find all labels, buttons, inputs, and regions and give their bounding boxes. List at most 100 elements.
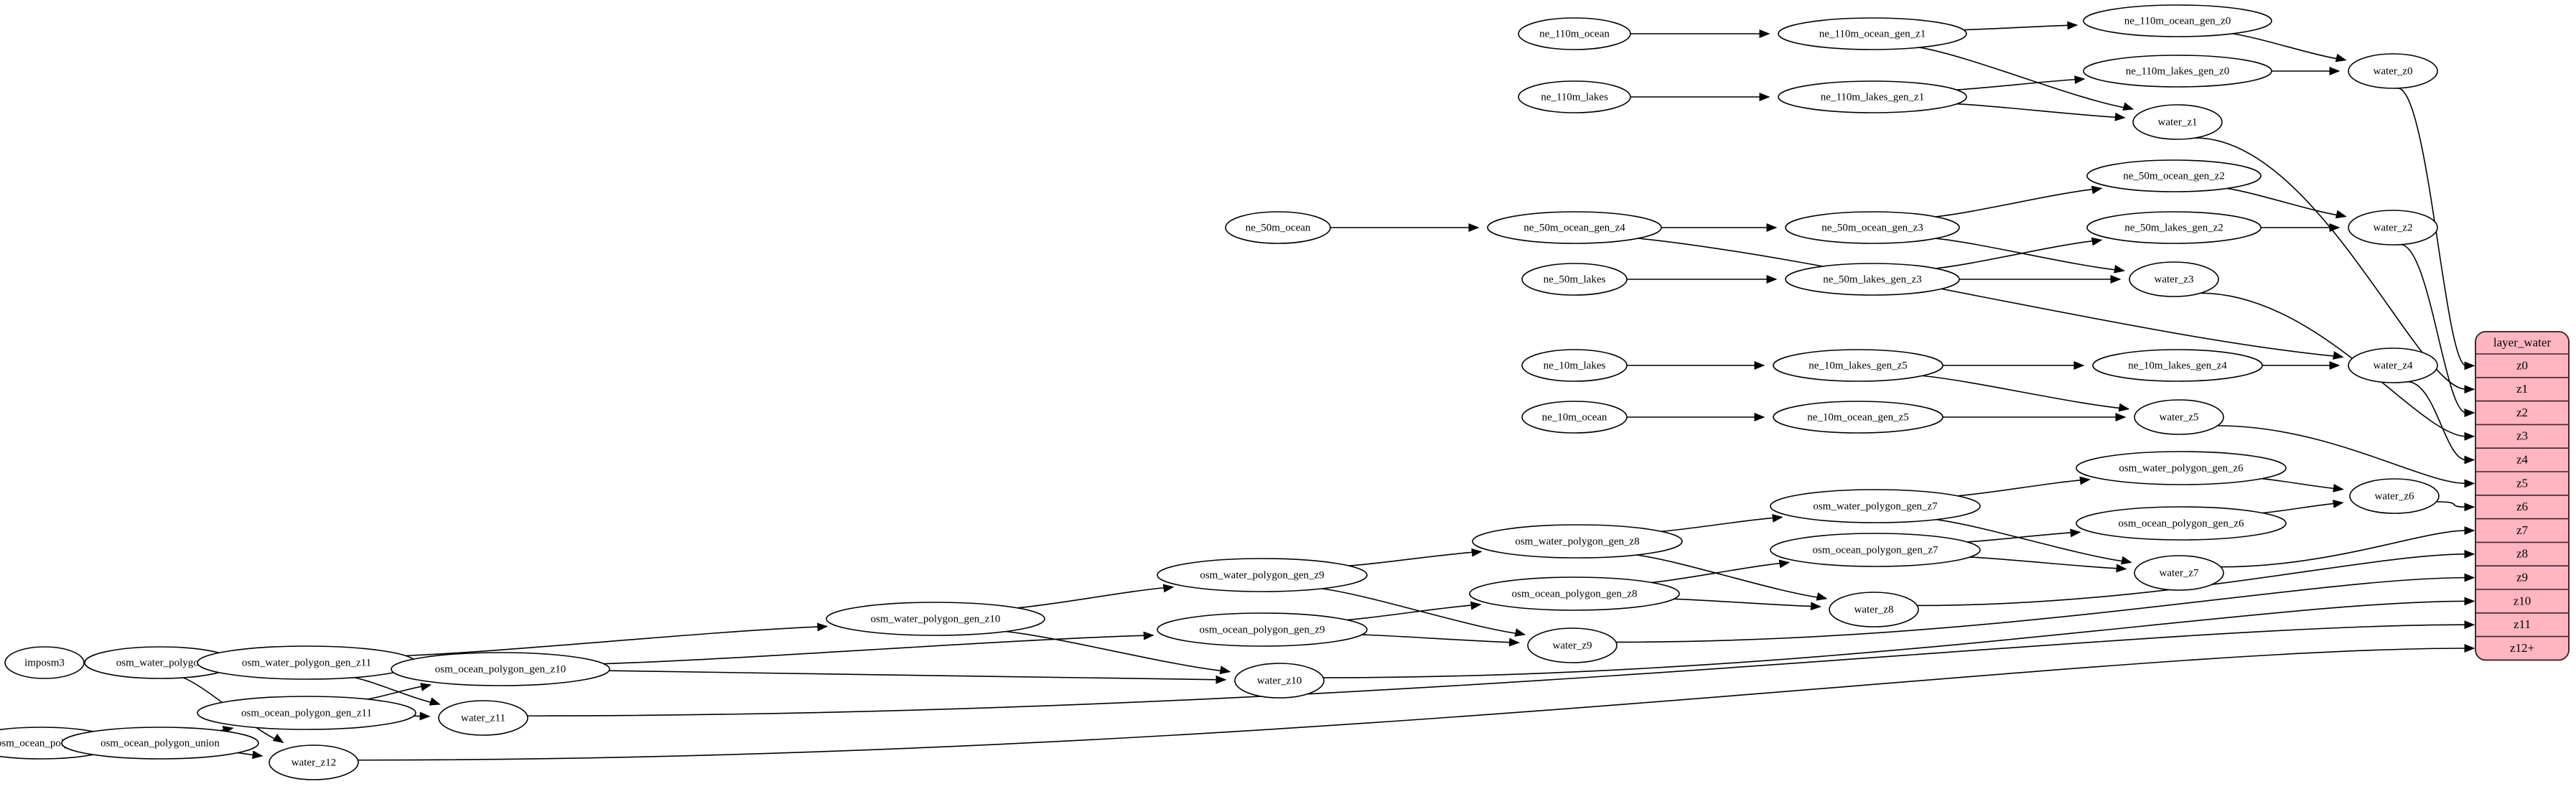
graph-node-ne_110m_ocean_gen_z0[interactable]: ne_110m_ocean_gen_z0 bbox=[2083, 4, 2272, 37]
node-shape bbox=[1157, 558, 1368, 592]
edge-arrowhead bbox=[2073, 361, 2085, 370]
graph-node-ne_50m_ocean[interactable]: ne_50m_ocean bbox=[1225, 211, 1331, 244]
edge-arrowhead bbox=[1162, 584, 1175, 593]
graph-node-water_z11[interactable]: water_z11 bbox=[438, 700, 528, 736]
node-shape bbox=[1770, 533, 1981, 567]
graph-node-osm_water_polygon_gen_z11[interactable]: osm_water_polygon_gen_z11 bbox=[197, 645, 416, 680]
edge-arrowhead bbox=[2464, 431, 2475, 441]
node-label: osm_ocean_polygon_gen_z6 bbox=[2119, 518, 2244, 529]
edge-osm_ocean_polygon_gen_z9-to-osm_ocean_polygon_gen_z8 bbox=[1346, 604, 1481, 621]
edge-arrowhead bbox=[2464, 549, 2475, 559]
edge-arrowhead bbox=[1772, 514, 1783, 523]
graph-node-water_z5[interactable]: water_z5 bbox=[2134, 399, 2224, 435]
node-label: ne_110m_lakes_gen_z0 bbox=[2126, 65, 2229, 77]
graph-node-ne_50m_ocean_gen_z4[interactable]: ne_50m_ocean_gen_z4 bbox=[1487, 211, 1662, 244]
edge-water_z11-to-layer-row-z11 bbox=[527, 624, 2467, 716]
node-shape bbox=[269, 744, 359, 780]
graph-node-ne_110m_lakes_gen_z1[interactable]: ne_110m_lakes_gen_z1 bbox=[1778, 80, 1967, 113]
edge-arrowhead bbox=[2091, 185, 2103, 195]
graph-node-ne_110m_lakes[interactable]: ne_110m_lakes bbox=[1518, 80, 1631, 113]
edge-arrowhead bbox=[2464, 503, 2475, 512]
node-shape bbox=[1225, 211, 1331, 244]
graph-node-water_z6[interactable]: water_z6 bbox=[2349, 478, 2440, 514]
graph-node-ne_10m_lakes_gen_z5[interactable]: ne_10m_lakes_gen_z5 bbox=[1773, 349, 1943, 382]
node-label: water_z8 bbox=[1854, 604, 1894, 615]
node-label: water_z4 bbox=[2374, 360, 2413, 371]
graph-node-ne_110m_lakes_gen_z0[interactable]: ne_110m_lakes_gen_z0 bbox=[2083, 55, 2272, 88]
graph-node-water_z7[interactable]: water_z7 bbox=[2134, 555, 2224, 591]
edge-arrowhead bbox=[2067, 21, 2078, 30]
edge-osm_ocean_polygon_gen_z11-to-osm_ocean_polygon_gen_z10 bbox=[367, 684, 431, 700]
node-shape bbox=[1770, 489, 1981, 523]
graph-node-ne_10m_ocean[interactable]: ne_10m_ocean bbox=[1521, 401, 1628, 434]
node-shape bbox=[2349, 478, 2440, 514]
graph-node-osm_ocean_polygon_gen_z11[interactable]: osm_ocean_polygon_gen_z11 bbox=[197, 696, 416, 730]
legend-row-label-z12+: z12+ bbox=[2510, 641, 2534, 655]
node-label: water_z5 bbox=[2160, 411, 2199, 423]
graph-node-ne_10m_lakes[interactable]: ne_10m_lakes bbox=[1521, 349, 1628, 382]
node-label: water_z6 bbox=[2375, 490, 2414, 502]
graph-node-osm_water_polygon_gen_z6[interactable]: osm_water_polygon_gen_z6 bbox=[2076, 451, 2287, 485]
node-shape bbox=[391, 652, 610, 686]
legend-row-label-z9: z9 bbox=[2516, 571, 2528, 584]
graph-node-imposm3[interactable]: imposm3 bbox=[4, 646, 85, 679]
graph-node-ne_50m_lakes[interactable]: ne_50m_lakes bbox=[1521, 263, 1628, 296]
graph-node-water_z3[interactable]: water_z3 bbox=[2129, 261, 2219, 297]
node-label: ne_50m_ocean_gen_z3 bbox=[1821, 222, 1923, 233]
graph-node-water_z12[interactable]: water_z12 bbox=[269, 744, 359, 780]
edge-osm_ocean_polygon_gen_z7-to-osm_ocean_polygon_gen_z6 bbox=[1966, 531, 2081, 543]
graph-node-osm_ocean_polygon_union[interactable]: osm_ocean_polygon_union bbox=[61, 727, 259, 760]
edge-ne_110m_ocean_gen_z0-to-water_z0 bbox=[2232, 33, 2346, 61]
graph-node-osm_water_polygon_gen_z10[interactable]: osm_water_polygon_gen_z10 bbox=[826, 602, 1045, 636]
graph-node-osm_ocean_polygon_gen_z10[interactable]: osm_ocean_polygon_gen_z10 bbox=[391, 652, 610, 686]
graph-node-ne_50m_ocean_gen_z3[interactable]: ne_50m_ocean_gen_z3 bbox=[1785, 211, 1960, 244]
edge-ne_110m_ocean_gen_z1-to-water_z1 bbox=[1919, 47, 2133, 110]
edge-osm_water_polygon_gen_z7-to-osm_water_polygon_gen_z6 bbox=[1957, 479, 2090, 497]
graph-node-osm_water_polygon_gen_z9[interactable]: osm_water_polygon_gen_z9 bbox=[1157, 558, 1368, 592]
edge-water_z2-to-layer-row-z2 bbox=[2400, 243, 2467, 414]
node-shape bbox=[826, 602, 1045, 636]
graph-node-ne_10m_lakes_gen_z4[interactable]: ne_10m_lakes_gen_z4 bbox=[2092, 349, 2263, 382]
graph-node-ne_50m_ocean_gen_z2[interactable]: ne_50m_ocean_gen_z2 bbox=[2086, 159, 2262, 192]
graph-node-ne_50m_lakes_gen_z3[interactable]: ne_50m_lakes_gen_z3 bbox=[1785, 263, 1960, 296]
graph-node-osm_water_polygon_gen_z8[interactable]: osm_water_polygon_gen_z8 bbox=[1472, 524, 1683, 559]
graph-node-osm_ocean_polygon_gen_z6[interactable]: osm_ocean_polygon_gen_z6 bbox=[2076, 506, 2287, 541]
graph-node-ne_10m_ocean_gen_z5[interactable]: ne_10m_ocean_gen_z5 bbox=[1773, 401, 1943, 434]
graph-node-water_z9[interactable]: water_z9 bbox=[1527, 627, 1618, 663]
graph-node-osm_ocean_polygon_gen_z8[interactable]: osm_ocean_polygon_gen_z8 bbox=[1469, 576, 1680, 611]
edge-ne_50m_ocean_gen_z3-to-water_z3 bbox=[1935, 238, 2124, 271]
graph-node-ne_110m_ocean_gen_z1[interactable]: ne_110m_ocean_gen_z1 bbox=[1778, 17, 1967, 50]
edge-osm_water_polygon_gen_z8-to-water_z8 bbox=[1636, 554, 1827, 599]
edge-arrowhead bbox=[2074, 75, 2086, 85]
edge-water_z8-to-layer-row-z8 bbox=[1917, 554, 2467, 607]
edge-arrowhead bbox=[2118, 403, 2130, 412]
graph-node-osm_water_polygon[interactable]: osm_water_polygon bbox=[84, 646, 236, 679]
node-shape bbox=[2086, 159, 2262, 192]
graph-node-osm_ocean_polygon_gen_z9[interactable]: osm_ocean_polygon_gen_z9 bbox=[1157, 612, 1368, 647]
graph-node-ne_110m_ocean[interactable]: ne_110m_ocean bbox=[1518, 17, 1631, 50]
edge-arrowhead bbox=[2091, 237, 2103, 246]
edge-arrowhead bbox=[1766, 275, 1778, 284]
edge-osm_water_polygon_gen_z10-to-osm_water_polygon_gen_z9 bbox=[1017, 586, 1173, 609]
edge-ne_110m_lakes_gen_z1-to-water_z1 bbox=[1956, 103, 2125, 118]
graph-node-osm_ocean_polygon_gen_z7[interactable]: osm_ocean_polygon_gen_z7 bbox=[1770, 533, 1981, 567]
graph-node-water_z1[interactable]: water_z1 bbox=[2132, 104, 2223, 140]
node-shape bbox=[2134, 399, 2224, 435]
edge-arrowhead bbox=[1471, 548, 1483, 557]
graph-node-ne_50m_lakes_gen_z2[interactable]: ne_50m_lakes_gen_z2 bbox=[2086, 211, 2262, 244]
legend-row-label-z0: z0 bbox=[2516, 358, 2528, 372]
node-label: osm_water_polygon_gen_z10 bbox=[871, 613, 1001, 625]
node-label: osm_water_polygon_gen_z9 bbox=[1200, 569, 1324, 581]
graph-node-osm_water_polygon_gen_z7[interactable]: osm_water_polygon_gen_z7 bbox=[1770, 489, 1981, 523]
legend-table[interactable]: layer_waterz0z1z2z3z4z5z6z7z8z9z10z11z12… bbox=[2475, 331, 2570, 661]
graph-node-water_z10[interactable]: water_z10 bbox=[1234, 663, 1325, 699]
graph-node-water_z0[interactable]: water_z0 bbox=[2348, 53, 2438, 89]
graph-node-water_z2[interactable]: water_z2 bbox=[2348, 210, 2438, 246]
node-shape bbox=[1234, 663, 1325, 699]
node-label: ne_50m_ocean bbox=[1246, 222, 1311, 233]
edge-arrowhead bbox=[817, 622, 829, 632]
graph-node-water_z4[interactable]: water_z4 bbox=[2348, 347, 2438, 383]
graph-node-water_z8[interactable]: water_z8 bbox=[1829, 592, 1919, 627]
edge-arrowhead bbox=[2329, 361, 2341, 370]
node-shape bbox=[1778, 80, 1967, 113]
